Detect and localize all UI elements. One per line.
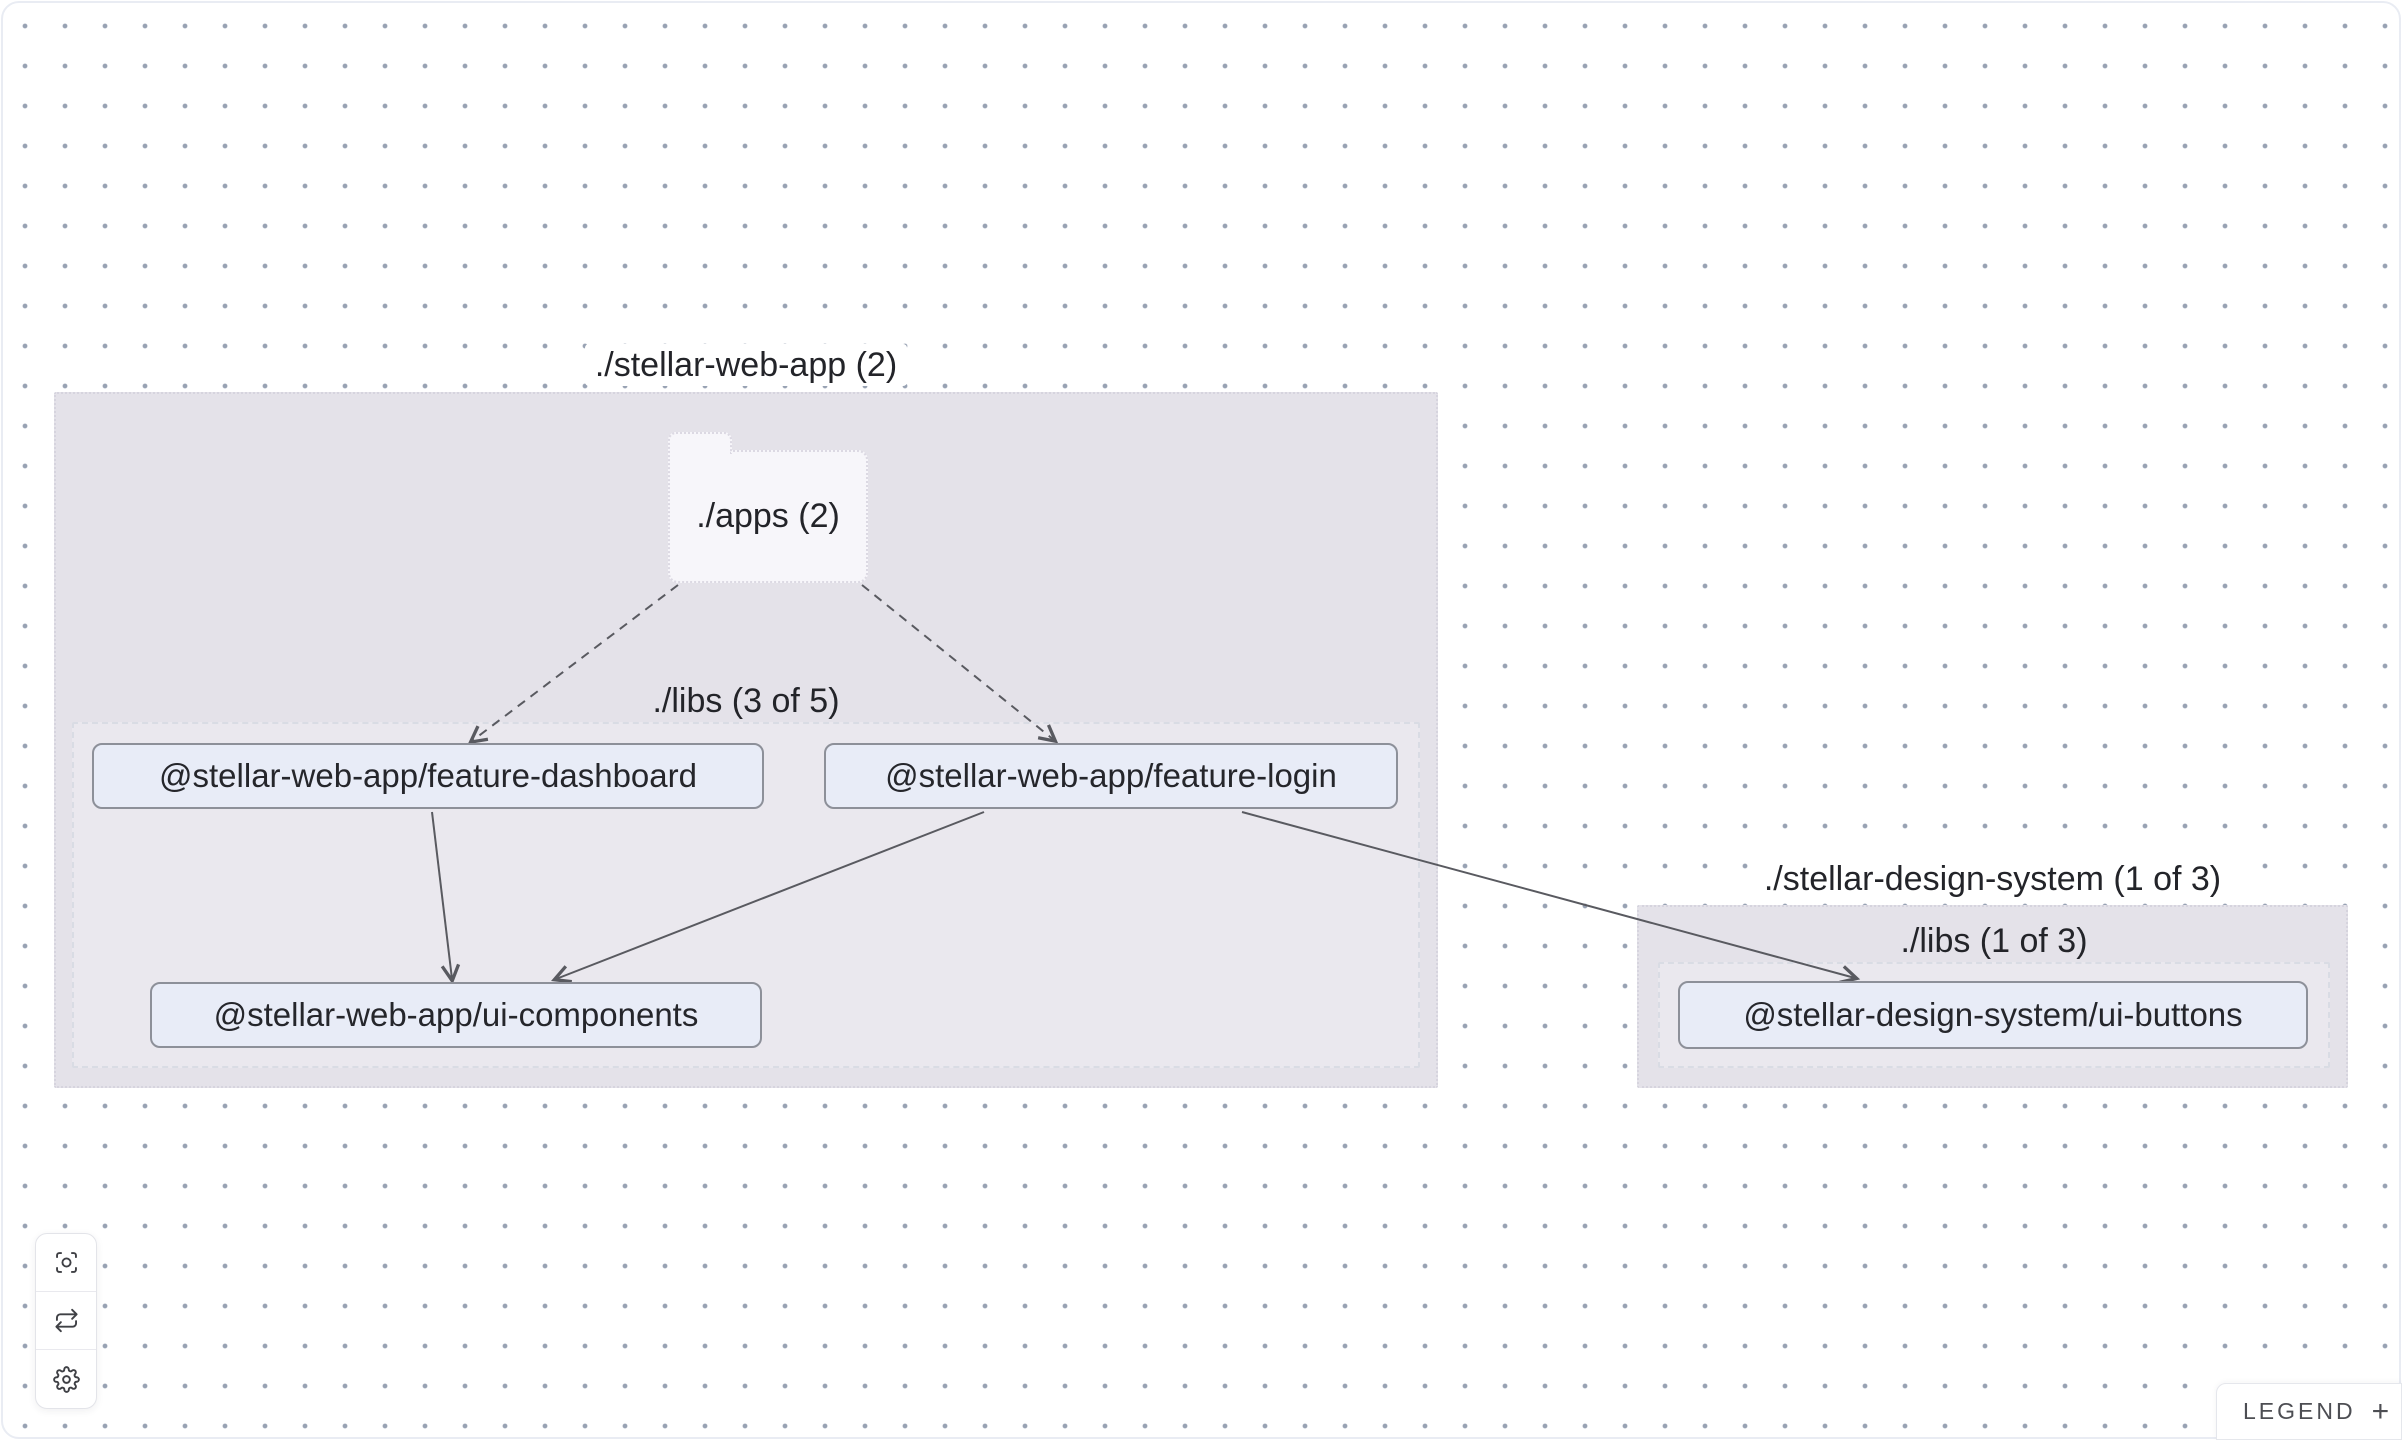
group-label-stellar-design-system: ./stellar-design-system (1 of 3) bbox=[1637, 858, 2348, 900]
node-feature-dashboard-label: @stellar-web-app/feature-dashboard bbox=[159, 757, 697, 794]
node-ui-buttons-label: @stellar-design-system/ui-buttons bbox=[1743, 996, 2243, 1033]
refresh-cycle-icon bbox=[54, 1308, 78, 1333]
subgroup-label-web-app-libs: ./libs (3 of 5) bbox=[652, 682, 840, 720]
folder-tab-mask bbox=[672, 448, 728, 454]
legend-button[interactable]: LEGEND + bbox=[2216, 1383, 2402, 1440]
node-feature-login-label: @stellar-web-app/feature-login bbox=[885, 757, 1337, 794]
settings-button[interactable] bbox=[36, 1350, 96, 1408]
node-ui-components-label: @stellar-web-app/ui-components bbox=[213, 996, 699, 1033]
node-ui-buttons[interactable]: @stellar-design-system/ui-buttons bbox=[1678, 981, 2308, 1049]
node-feature-login[interactable]: @stellar-web-app/feature-login bbox=[824, 743, 1398, 809]
node-feature-dashboard[interactable]: @stellar-web-app/feature-dashboard bbox=[92, 743, 764, 809]
folder-node-apps[interactable]: ./apps (2) bbox=[668, 450, 868, 583]
subgroup-label-design-system-libs: ./libs (1 of 3) bbox=[1900, 922, 2088, 960]
graph-toolbar bbox=[35, 1233, 97, 1409]
node-ui-components[interactable]: @stellar-web-app/ui-components bbox=[150, 982, 762, 1048]
focus-target-icon bbox=[55, 1252, 77, 1273]
legend-label: LEGEND bbox=[2243, 1398, 2356, 1424]
refresh-graph-button[interactable] bbox=[36, 1292, 96, 1350]
settings-gear-icon bbox=[52, 1365, 80, 1393]
group-label-stellar-web-app: ./stellar-web-app (2) bbox=[54, 344, 1438, 386]
legend-expand-plus-icon: + bbox=[2371, 1394, 2390, 1428]
folder-node-apps-label: ./apps (2) bbox=[696, 497, 840, 535]
focus-target-button[interactable] bbox=[36, 1234, 96, 1292]
